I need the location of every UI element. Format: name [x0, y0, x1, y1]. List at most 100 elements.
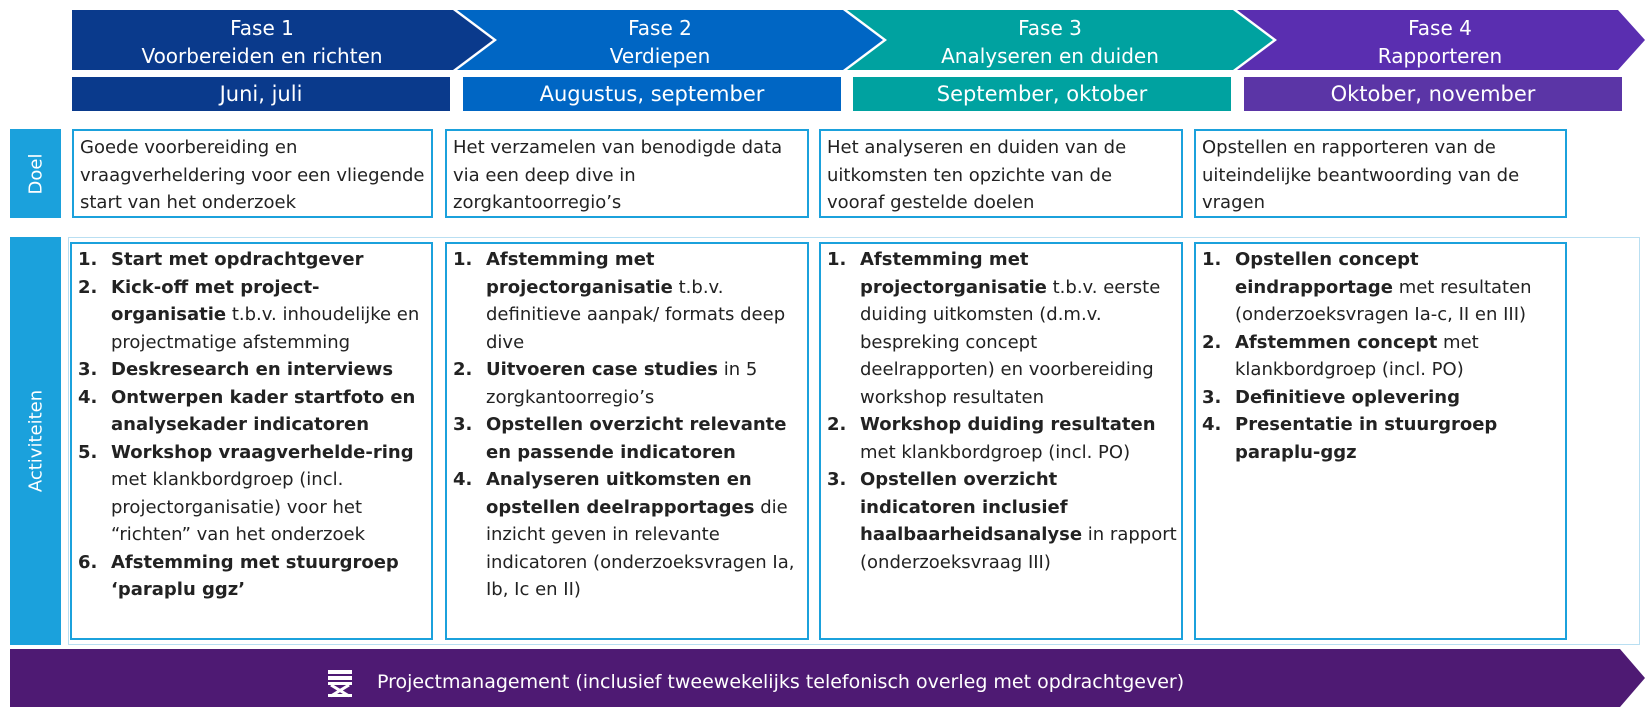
- activity-number: 4.: [1202, 414, 1222, 435]
- activity-item: 2. Kick-off met project-organisatie t.b.v…: [78, 274, 427, 357]
- activity-detail: t.b.v. eerste duiding uitkomsten (d.m.v.…: [860, 276, 1161, 408]
- activity-item: 1. Afstemming met projectorganisatie t.b.…: [453, 246, 803, 356]
- activity-number: 4.: [453, 469, 473, 490]
- activity-number: 3.: [78, 359, 98, 380]
- activities-frame: [68, 237, 1640, 645]
- activity-number: 1.: [1202, 249, 1222, 270]
- activities-box-phase-2: 1. Afstemming met projectorganisatie t.b.…: [445, 242, 809, 640]
- activity-number: 2.: [827, 414, 847, 435]
- phase-3-period: September, oktober: [936, 82, 1148, 106]
- phase-3-period-bar: [853, 77, 1231, 111]
- phase-2-chevron: [457, 10, 883, 70]
- activity-detail: met klankbordgroep (incl. PO): [1235, 331, 1479, 381]
- activity-item: 4. Analyseren uitkomsten en opstellen dee…: [453, 466, 803, 604]
- activity-detail: die inzicht geven in relevante indicator…: [486, 496, 795, 601]
- activity-item: 3. Opstellen overzicht relevante en passe…: [453, 411, 803, 466]
- activity-title: Afstemming met projectorganisatie: [860, 249, 1047, 298]
- activity-detail: met klankbordgroep (incl. projectorganis…: [111, 469, 366, 545]
- phase-4-title: Fase 4 Rapporteren: [1260, 14, 1620, 70]
- activity-number: 2.: [453, 359, 473, 380]
- activities-list-phase-1: 1. Start met opdrachtgever 2. Kick-off met …: [78, 246, 427, 604]
- doel-box-phase-3: Het analyseren en duiden van de uitkomst…: [819, 129, 1183, 218]
- phase-1-number: Fase 1: [230, 16, 294, 40]
- activity-detail: met klankbordgroep (incl. PO): [860, 441, 1131, 463]
- activity-item: 5. Workshop vraagverhelde-ring met klankb…: [78, 439, 427, 549]
- phase-3-number: Fase 3: [1018, 16, 1082, 40]
- activity-title: Uitvoeren case studies: [486, 359, 718, 380]
- activities-box-phase-4: 1.Opstellen concept eindrapportage met r…: [1194, 242, 1567, 640]
- activity-title: Afstemmen concept: [1235, 331, 1438, 353]
- activity-item: 3. Opstellen overzicht indicatoren inclus…: [827, 466, 1177, 576]
- activity-detail: t.b.v. inhoudelijke en projectmatige afs…: [111, 304, 420, 353]
- activity-item: 4. Ontwerpen kader startfoto en analyseka…: [78, 384, 427, 439]
- phase-2-name: Verdiepen: [609, 44, 711, 68]
- activity-number: 2.: [78, 276, 98, 298]
- activity-item: 1. Afstemming met projectorganisatie t.b.…: [827, 246, 1177, 411]
- activity-detail: in rapport (onderzoeksvraag III): [860, 524, 1177, 573]
- project-management-text: Projectmanagement (inclusief tweewekelij…: [377, 671, 1185, 693]
- activity-title: Workshop vraagverhelde-ring: [111, 441, 414, 463]
- activity-item: 6. Afstemming met stuurgroep ‘paraplu ggz…: [78, 549, 427, 604]
- activity-item: 1. Start met opdrachtgever: [78, 246, 427, 274]
- doel-box-phase-2: Het verzamelen van benodigde data via ee…: [445, 129, 809, 218]
- doel-box-phase-4: Opstellen en rapporteren van de uiteinde…: [1194, 129, 1567, 218]
- doel-label-text: Doel: [25, 153, 46, 194]
- doel-box-phase-1: Goede voorbereiding en vraagverheldering…: [72, 129, 433, 218]
- activity-item: 3. Deskresearch en interviews: [78, 356, 427, 384]
- activity-title: Deskresearch en interviews: [111, 359, 394, 380]
- activity-number: 3.: [1202, 386, 1222, 408]
- phase-3-chevron: [847, 10, 1273, 70]
- activities-list-phase-3: 1. Afstemming met projectorganisatie t.b.…: [827, 246, 1177, 576]
- activity-number: 3.: [827, 469, 847, 490]
- activity-item: 2. Uitvoeren case studies in 5 zorgkantoo…: [453, 356, 803, 411]
- activities-list-phase-4: 1.Opstellen concept eindrapportage met r…: [1202, 246, 1561, 466]
- activity-title: Opstellen overzicht indicatoren inclusie…: [860, 469, 1083, 545]
- activity-title: Presentatie in stuurgroep paraplu-ggz: [1235, 414, 1498, 463]
- activity-title: Workshop duiding resultaten: [860, 414, 1156, 435]
- activity-title: Ontwerpen kader startfoto en analysekade…: [111, 386, 416, 436]
- phase-4-number: Fase 4: [1408, 16, 1472, 40]
- activity-title: Opstellen overzicht relevante en passend…: [486, 414, 787, 463]
- phase-4-chevron: [1237, 10, 1645, 70]
- activiteiten-label-text: Activiteiten: [25, 389, 46, 493]
- activity-number: 4.: [78, 386, 98, 408]
- phase-4-period: Oktober, november: [1330, 82, 1536, 106]
- activity-number: 6.: [78, 551, 98, 573]
- activity-detail: in 5 zorgkantoorregio’s: [486, 359, 758, 408]
- activity-title: Afstemming met stuurgroep ‘paraplu ggz’: [111, 551, 399, 601]
- phase-1-period-bar: [72, 77, 450, 111]
- activity-item: 1.Opstellen concept eindrapportage met r…: [1202, 246, 1561, 329]
- activity-number: 2.: [1202, 331, 1222, 353]
- directors-chair-icon: [328, 670, 352, 698]
- activity-number: 1.: [827, 249, 847, 270]
- phase-1-chevron: [72, 10, 493, 70]
- activity-item: 2. Workshop duiding resultaten met klankb…: [827, 411, 1177, 466]
- phase-1-title: Fase 1 Voorbereiden en richten: [72, 14, 452, 70]
- activity-title: Analyseren uitkomsten en opstellen deelr…: [486, 469, 755, 518]
- phase-2-number: Fase 2: [628, 16, 692, 40]
- activity-title: Opstellen concept eindrapportage: [1235, 249, 1419, 298]
- activity-detail: t.b.v. definitieve aanpak/ formats deep …: [486, 276, 786, 353]
- phase-1-period: Juni, juli: [219, 82, 303, 106]
- activity-title: Kick-off met project-organisatie: [111, 276, 320, 326]
- phase-2-period: Augustus, september: [539, 82, 765, 106]
- project-management-arrow: [10, 649, 1645, 707]
- activities-box-phase-3: 1. Afstemming met projectorganisatie t.b.…: [819, 242, 1183, 640]
- doel-label: Doel: [10, 129, 61, 218]
- phase-3-title: Fase 3 Analyseren en duiden: [870, 14, 1230, 70]
- activity-title: Afstemming met projectorganisatie: [486, 249, 673, 298]
- activity-number: 3.: [453, 414, 473, 435]
- phase-2-period-bar: [463, 77, 841, 111]
- activity-item: 3. Definitieve oplevering: [1202, 384, 1561, 412]
- activity-title: Start met opdrachtgever: [111, 249, 364, 270]
- activity-number: 1.: [453, 249, 473, 270]
- activity-number: 1.: [78, 249, 98, 270]
- phase-3-name: Analyseren en duiden: [941, 44, 1159, 68]
- phase-2-title: Fase 2 Verdiepen: [480, 14, 840, 70]
- activities-list-phase-2: 1. Afstemming met projectorganisatie t.b.…: [453, 246, 803, 604]
- activity-title: Definitieve oplevering: [1235, 386, 1460, 408]
- phase-4-period-bar: [1244, 77, 1622, 111]
- activity-number: 5.: [78, 441, 98, 463]
- activities-box-phase-1: 1. Start met opdrachtgever 2. Kick-off met …: [70, 242, 433, 640]
